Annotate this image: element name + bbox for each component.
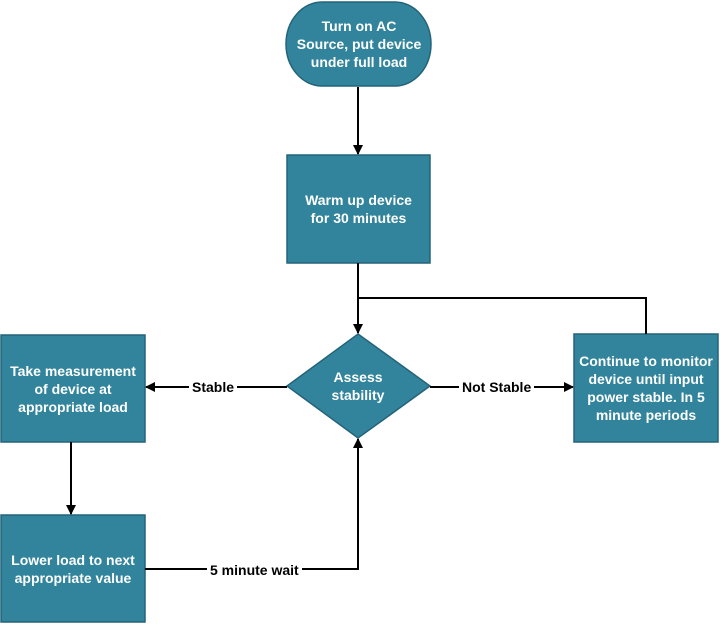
warmup-node-label: Warm up device for 30 minutes xyxy=(305,192,412,226)
edge-label-stable: Stable xyxy=(189,379,238,395)
start-node-label: Turn on AC Source, put device under full… xyxy=(296,18,422,70)
continue-process-shape xyxy=(573,333,719,443)
lower-process-shape xyxy=(0,514,146,623)
start-terminator-shape xyxy=(285,1,432,87)
continue-node-label: Continue to monitor device until input p… xyxy=(579,353,713,423)
measure-node-label: Take measurement of device at appropriat… xyxy=(10,362,136,415)
edge-lower-to-assess xyxy=(145,438,363,570)
edge-label-not-stable: Not Stable xyxy=(459,379,535,395)
warmup-process-shape xyxy=(286,154,431,264)
assess-node-label: Assess stability xyxy=(331,369,385,403)
edge-continue-loop-back xyxy=(358,297,647,334)
edge-label-wait: 5 minute wait xyxy=(207,562,302,578)
lower-node-label: Lower load to next appropriate value xyxy=(11,551,135,586)
